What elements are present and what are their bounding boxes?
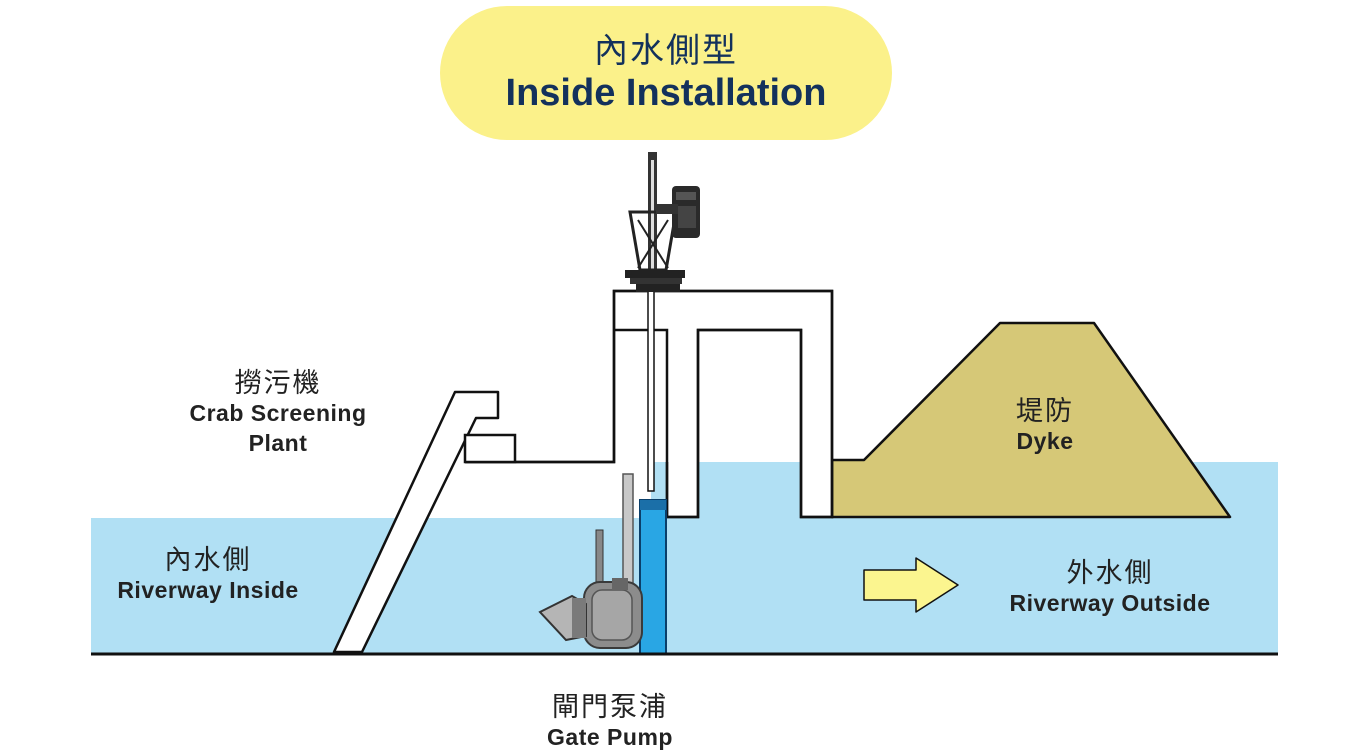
crab-screening-label-en-2: Plant xyxy=(248,430,308,456)
crab-screening-label-en-1: Crab Screening xyxy=(189,400,367,426)
title-zh: 內水側型 xyxy=(594,32,738,70)
riverway-outside-label-zh: 外水側 xyxy=(1066,558,1154,588)
gate-guide-rod xyxy=(647,290,655,492)
riverway-inside-label-en: Riverway Inside xyxy=(117,577,299,603)
title-en: Inside Installation xyxy=(505,72,827,114)
riverway-outside-label: 外水側 Riverway Outside xyxy=(980,558,1240,618)
dyke-label-zh: 堤防 xyxy=(1016,396,1074,426)
flow-direction-arrow-icon xyxy=(863,557,959,613)
hoist-machine xyxy=(625,152,700,292)
gate-pump-label-en: Gate Pump xyxy=(547,724,673,750)
crab-screening-conveyor xyxy=(332,390,500,654)
title-banner: 內水側型 Inside Installation xyxy=(440,6,892,140)
gate-pump-label-zh: 閘門泵浦 xyxy=(552,692,668,722)
riverway-inside-label: 內水側 Riverway Inside xyxy=(92,545,324,605)
riverway-outside-label-en: Riverway Outside xyxy=(1009,590,1211,616)
gate-pump xyxy=(538,473,667,655)
crab-screening-platform xyxy=(463,433,517,464)
crab-screening-label-zh: 撈污機 xyxy=(234,368,322,398)
dyke-label: 堤防 Dyke xyxy=(985,396,1105,456)
dyke-label-en: Dyke xyxy=(1016,428,1074,454)
crab-screening-label: 撈污機 Crab Screening Plant xyxy=(160,368,396,458)
gate-pump-label: 閘門泵浦 Gate Pump xyxy=(520,692,700,752)
riverway-inside-label-zh: 內水側 xyxy=(164,545,252,575)
